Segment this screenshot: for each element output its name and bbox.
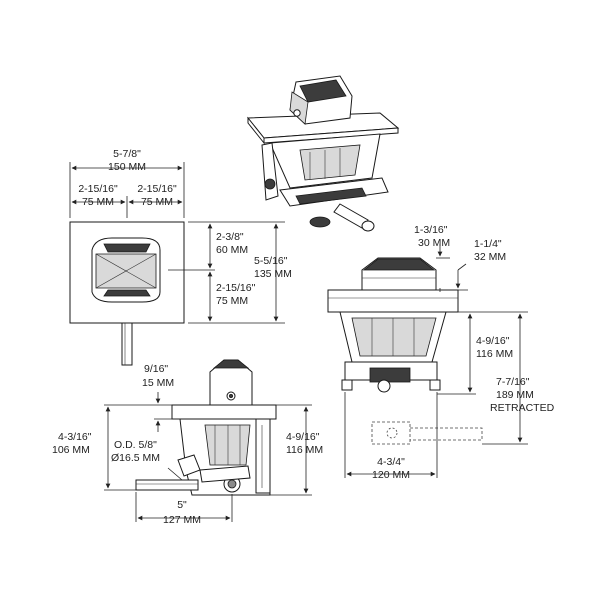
left-height-in: 4-3/16" <box>58 431 92 443</box>
front-view <box>327 257 483 445</box>
retracted-label: RETRACTED <box>490 402 555 414</box>
top-gap-in: 9/16" <box>144 363 168 375</box>
top-gap-mm: 15 MM <box>142 377 174 389</box>
body-height-side-in: 4-9/16" <box>286 431 320 443</box>
retracted-in: 7-7/16" <box>496 376 530 388</box>
upper-in: 2-3/8" <box>216 231 244 243</box>
body-height-right-mm: 116 MM <box>476 348 513 360</box>
width-right-mm: 120 MM <box>372 469 410 481</box>
plate-height-mm: 135 MM <box>254 268 292 280</box>
right-half-mm: 75 MM <box>141 196 173 208</box>
lower-in: 2-15/16" <box>216 282 256 294</box>
retracted-mm: 189 MM <box>496 389 534 401</box>
width-right-in: 4-3/4" <box>377 456 405 468</box>
flange-mm: 30 MM <box>418 237 450 249</box>
od-mm: Ø16.5 MM <box>111 452 160 464</box>
side-view <box>135 359 277 496</box>
flange-in: 1-3/16" <box>414 224 448 236</box>
top-width-in: 5-7/8" <box>113 148 141 160</box>
handle-in: 5" <box>177 499 187 511</box>
cap-in: 1-1/4" <box>474 238 502 250</box>
lower-mm: 75 MM <box>216 295 248 307</box>
cap-mm: 32 MM <box>474 251 506 263</box>
plate-height-in: 5-5/16" <box>254 255 288 267</box>
left-height-mm: 106 MM <box>52 444 90 456</box>
left-half-mm: 75 MM <box>82 196 114 208</box>
body-height-right-in: 4-9/16" <box>476 335 510 347</box>
isometric-view <box>246 75 400 232</box>
handle-mm: 127 MM <box>163 514 201 526</box>
upper-mm: 60 MM <box>216 244 248 256</box>
left-half-in: 2-15/16" <box>78 183 118 195</box>
dimension-lines <box>69 162 528 522</box>
right-half-in: 2-15/16" <box>137 183 177 195</box>
body-height-side-mm: 116 MM <box>286 444 323 456</box>
top-view <box>69 221 185 366</box>
top-width-mm: 150 MM <box>108 161 146 173</box>
od-in: O.D. 5/8" <box>114 439 157 451</box>
dimension-labels: 5-7/8" 150 MM 2-15/16" 75 MM 2-15/16" 75… <box>52 148 555 526</box>
